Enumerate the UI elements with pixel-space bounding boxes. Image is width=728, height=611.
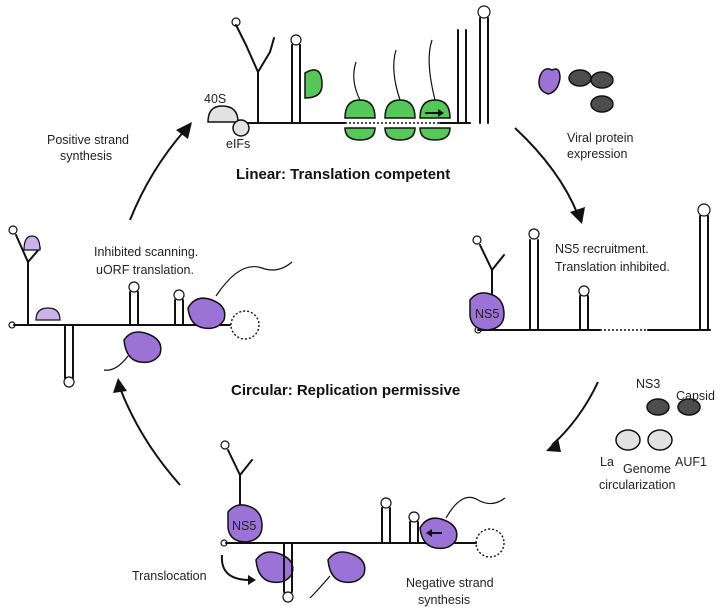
40s-subunit-icon <box>207 105 239 123</box>
ns3-label: NS3 <box>636 377 660 391</box>
positive-strand-line1: Positive strand <box>47 133 129 147</box>
inhibited-line1: Inhibited scanning. <box>94 245 198 259</box>
cycle-arrows <box>113 122 599 486</box>
arrow-right-bottom <box>551 381 599 446</box>
ns5-label-bottom: NS5 <box>232 519 256 533</box>
linear-rna-panel: 40S eIFs <box>204 5 491 151</box>
translating-ribosome-2 <box>384 49 416 141</box>
la-label: La <box>600 455 614 469</box>
capsid-label: Capsid <box>676 389 715 403</box>
viral-protein-line1: Viral protein <box>567 131 634 145</box>
arrow-left-icon <box>426 529 432 537</box>
eifs-icon <box>232 119 250 137</box>
ns5-recruit-line1: NS5 recruitment. <box>555 242 649 256</box>
auf1-label: AUF1 <box>675 455 707 469</box>
circular-replication-panel: NS5 <box>220 440 506 603</box>
inhibited-line2: uORF translation. <box>96 263 194 277</box>
negative-line2: synthesis <box>418 593 470 607</box>
genome-line2: circularization <box>599 478 675 492</box>
arrow-left-top <box>129 129 186 221</box>
ns5-recruitment-panel: NS5 <box>469 203 711 334</box>
ns5-recruit-line2: Translation inhibited. <box>555 260 670 274</box>
viral-proteins-icon <box>538 68 614 113</box>
ns5-protein-icon <box>469 292 505 331</box>
inhibited-scanning-panel <box>8 225 293 388</box>
positive-strand-line2: synthesis <box>60 149 112 163</box>
ns5-label-right: NS5 <box>475 307 499 321</box>
translating-ribosome-1 <box>344 61 376 141</box>
label-eifs: eIFs <box>226 137 250 151</box>
scanning-ribosome-icon <box>304 69 323 99</box>
viral-protein-line2: expression <box>567 147 627 161</box>
translocation-arrow <box>220 554 251 581</box>
linear-title: Linear: Translation competent <box>236 166 450 183</box>
ns5-bottom-icon <box>227 504 263 543</box>
circular-title: Circular: Replication permissive <box>231 382 460 399</box>
translocation-label: Translocation <box>132 569 207 583</box>
label-40s: 40S <box>204 92 226 106</box>
translating-ribosome-3 <box>419 39 451 141</box>
arrow-right-icon <box>438 109 444 117</box>
negative-line1: Negative strand <box>406 576 494 590</box>
genome-line1: Genome <box>623 462 671 476</box>
host-factors-icon <box>615 398 701 451</box>
arrow-bottom-left <box>119 387 181 486</box>
arrow-top-right <box>514 127 579 216</box>
